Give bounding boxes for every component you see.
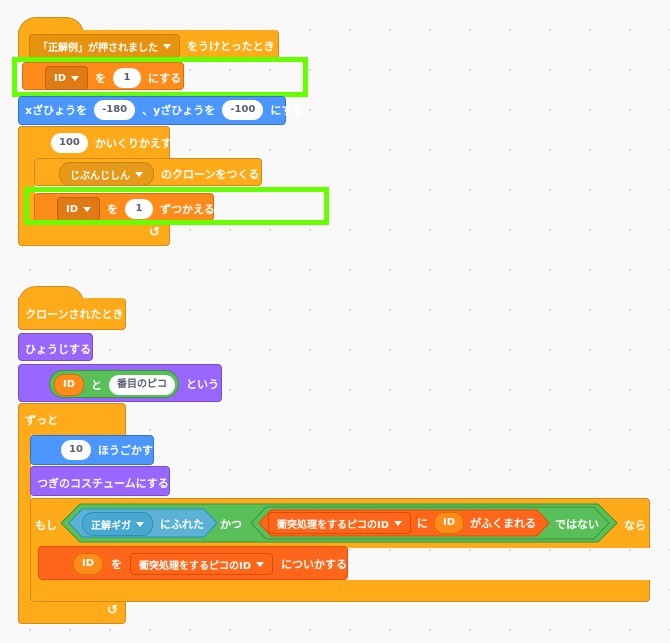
chevron-down-icon [256, 561, 265, 567]
forever-bottom: ↺ [18, 602, 126, 624]
create-clone-block[interactable]: じぶんじしん のクローンをつくる [34, 158, 262, 186]
variable-dropdown[interactable]: ID [45, 66, 89, 90]
highlight-change-variable [24, 187, 329, 225]
if-arm [30, 547, 39, 587]
touching-target: 正解ギガ [91, 520, 131, 532]
goto-x-input[interactable]: -180 [94, 100, 136, 120]
loop-arrow-icon: ↺ [149, 225, 160, 240]
highlight-set-variable [12, 57, 308, 97]
repeat-count-input[interactable]: 100 [51, 133, 88, 153]
goto-y-label: 、yざひょうを [142, 104, 216, 117]
when-cloned-block[interactable]: クローンされたとき [18, 298, 126, 330]
goto-xy-block[interactable]: xざひょうを -180 、yざひょうを -100 にする [18, 96, 303, 125]
id-reporter[interactable]: ID [73, 553, 104, 575]
join-text-input[interactable]: 番目のピコ [109, 375, 176, 395]
forever-block[interactable]: ずっと [18, 403, 126, 435]
set-variable-block[interactable]: ID を 1 にする [22, 62, 184, 90]
change-label-wo: を [107, 203, 119, 216]
not-label: ではない [555, 518, 599, 531]
next-costume-block[interactable]: つぎのコスチュームにする [30, 466, 170, 496]
forever-label: ずっと [25, 414, 58, 427]
chevron-down-icon [71, 75, 80, 81]
chevron-down-icon [83, 206, 92, 212]
contains-label-ni: に [417, 517, 429, 530]
loop-arrow-icon: ↺ [107, 603, 118, 618]
repeat-bottom: ↺ [18, 224, 170, 246]
variable-name: ID [66, 203, 79, 215]
goto-suffix: にする [270, 104, 304, 117]
broadcast-dropdown[interactable]: 「正解例」が押されました [29, 34, 180, 58]
chevron-down-icon [136, 521, 144, 527]
clone-target: じぶんじしん [70, 170, 130, 182]
clone-hat-label: クローンされたとき [25, 308, 124, 321]
set-label-wo: を [95, 72, 107, 85]
next-costume-label: つぎのコスチュームにする [37, 477, 169, 490]
move-steps-block[interactable]: 10 ほうごかす [30, 435, 154, 465]
repeat-label: かいくりかえす [94, 137, 172, 150]
set-value-input[interactable]: 1 [113, 68, 142, 88]
list-dropdown[interactable]: 衝突処理をするピコのID [130, 553, 274, 575]
chevron-down-icon [163, 43, 171, 49]
clone-target-dropdown[interactable]: じぶんじしん [59, 162, 154, 186]
if-bottom [30, 580, 650, 602]
variable-name: ID [54, 72, 67, 84]
list-name: 衝突処理をするピコのID [277, 519, 390, 531]
show-label: ひょうじする [25, 343, 91, 356]
chevron-down-icon [135, 171, 143, 177]
contains-label: がふくまれる [470, 517, 537, 530]
id-reporter[interactable]: ID [434, 512, 465, 534]
repeat-block[interactable]: 100 かいくりかえす [18, 126, 172, 158]
when-broadcast-received-block[interactable]: 「正解例」が押されました をうけとったとき [18, 30, 279, 60]
chevron-down-icon [394, 520, 403, 526]
add-to-list-block[interactable]: ID を 衝突処理をするピコのID についかする [38, 546, 348, 580]
change-value-input[interactable]: 1 [125, 199, 154, 219]
hat-label: をうけとったとき [187, 40, 275, 53]
if-label: もし [35, 519, 57, 532]
show-block[interactable]: ひょうじする [18, 333, 93, 361]
clone-label: のクローンをつくる [161, 168, 260, 181]
add-label-wo: を [111, 558, 123, 571]
and-label: かつ [220, 518, 242, 531]
add-label-suffix: についかする [281, 558, 348, 571]
join-label: と [91, 379, 103, 392]
say-block[interactable]: ID と 番目のピコ という [18, 364, 222, 402]
move-label: ほうごかす [97, 444, 153, 457]
forever-arm [18, 434, 31, 604]
touching-target-dropdown[interactable]: 正解ギガ [82, 512, 153, 536]
list-name: 衝突処理をするピコのID [139, 560, 252, 572]
goto-y-input[interactable]: -100 [222, 100, 264, 120]
set-label-suffix: にする [148, 72, 182, 85]
touching-label: にふれた [160, 518, 204, 531]
say-label: という [186, 378, 219, 391]
then-label: なら [624, 519, 646, 532]
change-label-suffix: ずつかえる [160, 203, 215, 216]
list-dropdown[interactable]: 衝突処理をするピコのID [268, 512, 412, 534]
broadcast-name: 「正解例」が押されました [38, 42, 158, 54]
goto-x-label: xざひょうを [25, 104, 88, 117]
id-reporter[interactable]: ID [54, 374, 85, 396]
move-steps-input[interactable]: 10 [61, 440, 91, 460]
join-operator[interactable]: ID と 番目のピコ [49, 370, 179, 398]
